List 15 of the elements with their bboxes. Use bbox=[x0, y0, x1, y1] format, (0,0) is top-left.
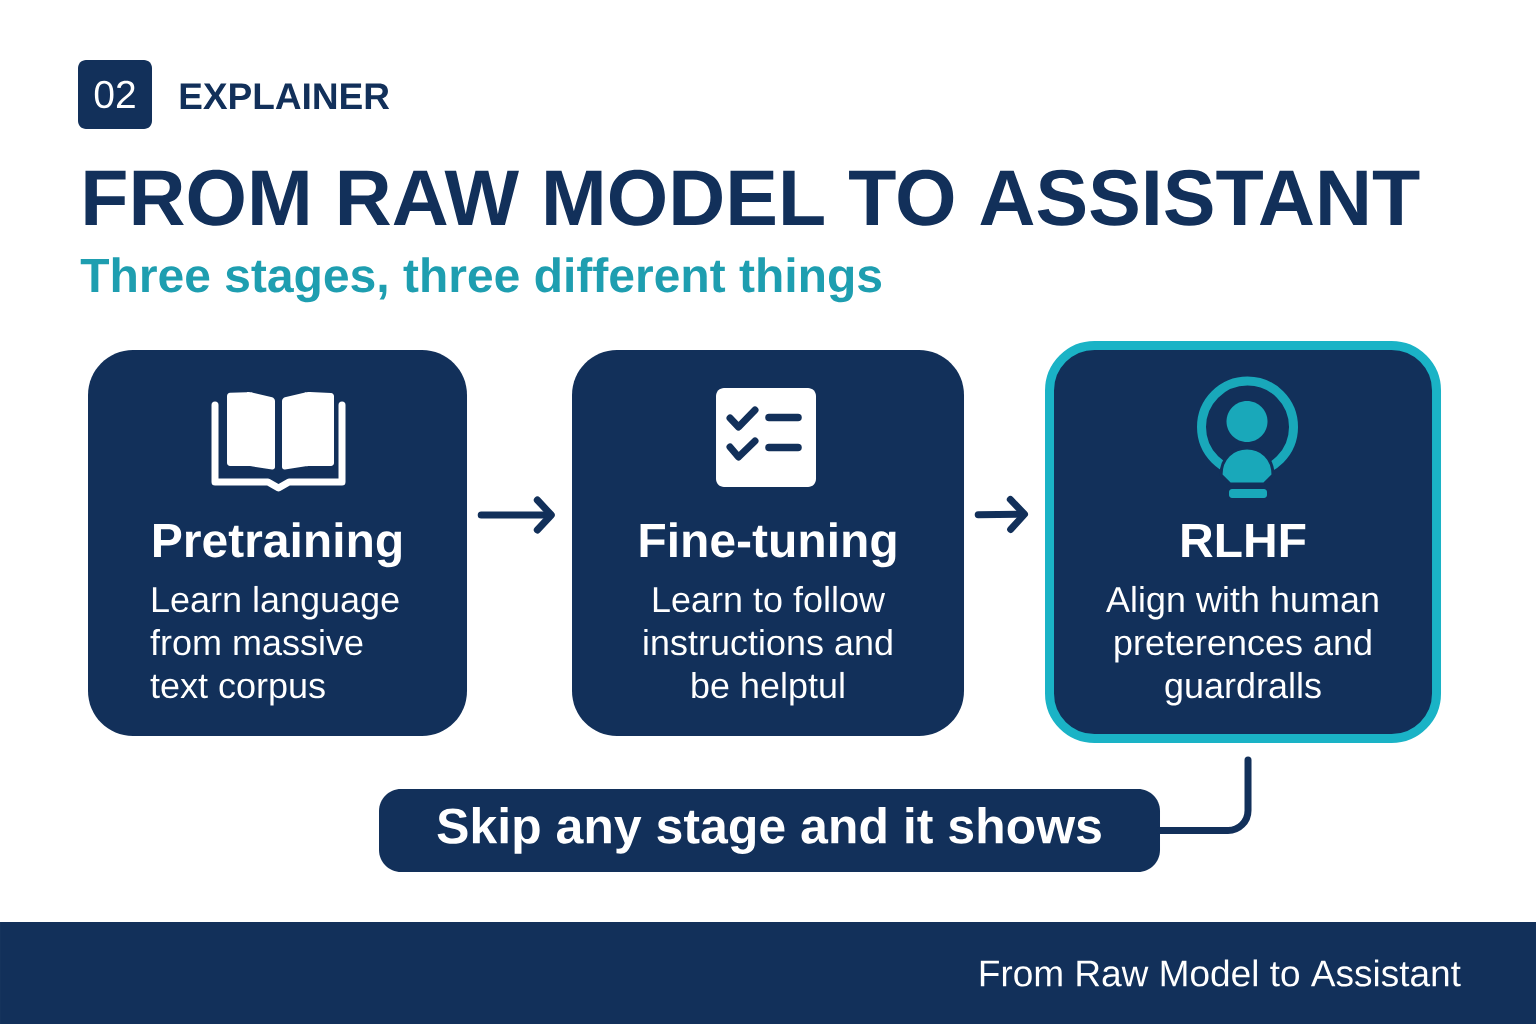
number-badge: 02 bbox=[78, 60, 152, 129]
stage-description: Align with human preterences and guardralls bbox=[1106, 585, 1378, 706]
stage-title: RLHF bbox=[1182, 523, 1306, 557]
stage-card bbox=[88, 350, 467, 736]
stage-description: Learn language from massive text corpus bbox=[150, 585, 399, 706]
stage-card bbox=[572, 350, 964, 736]
section-label: EXPLAINER bbox=[180, 83, 390, 109]
stage-title: Pretraining bbox=[154, 522, 401, 568]
stage-description: Learn to follow instructions and be helptul bbox=[644, 585, 892, 706]
stage-title: Fine-tuning bbox=[640, 522, 896, 568]
stage-card bbox=[1045, 341, 1441, 743]
subtitle: Three stages, three different things bbox=[80, 257, 882, 303]
callout-banner: Skip any stage and it shows bbox=[379, 789, 1160, 872]
footer-band: From Raw Model to Assistant bbox=[0, 922, 1536, 1024]
title: FROM RAW MODEL TO ASSISTANT bbox=[85, 169, 1420, 226]
